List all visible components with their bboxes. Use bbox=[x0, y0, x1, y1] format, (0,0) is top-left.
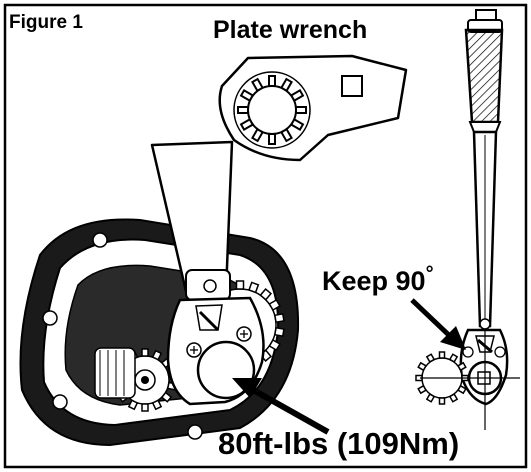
angle-label: Keep 90° bbox=[322, 263, 434, 296]
torque-wrench-on-housing bbox=[150, 140, 265, 406]
figure-label: Figure 1 bbox=[9, 12, 83, 33]
plate-wrench-illustration bbox=[218, 54, 408, 162]
angle-degree-symbol: ° bbox=[426, 263, 434, 285]
torque-wrench-side-view bbox=[415, 9, 520, 430]
torque-label: 80ft-lbs (109Nm) bbox=[218, 426, 459, 461]
angle-arrow bbox=[410, 298, 466, 350]
plate-wrench-label: Plate wrench bbox=[213, 16, 367, 44]
angle-label-text: Keep 90 bbox=[322, 266, 426, 296]
torque-arrow bbox=[232, 378, 330, 435]
